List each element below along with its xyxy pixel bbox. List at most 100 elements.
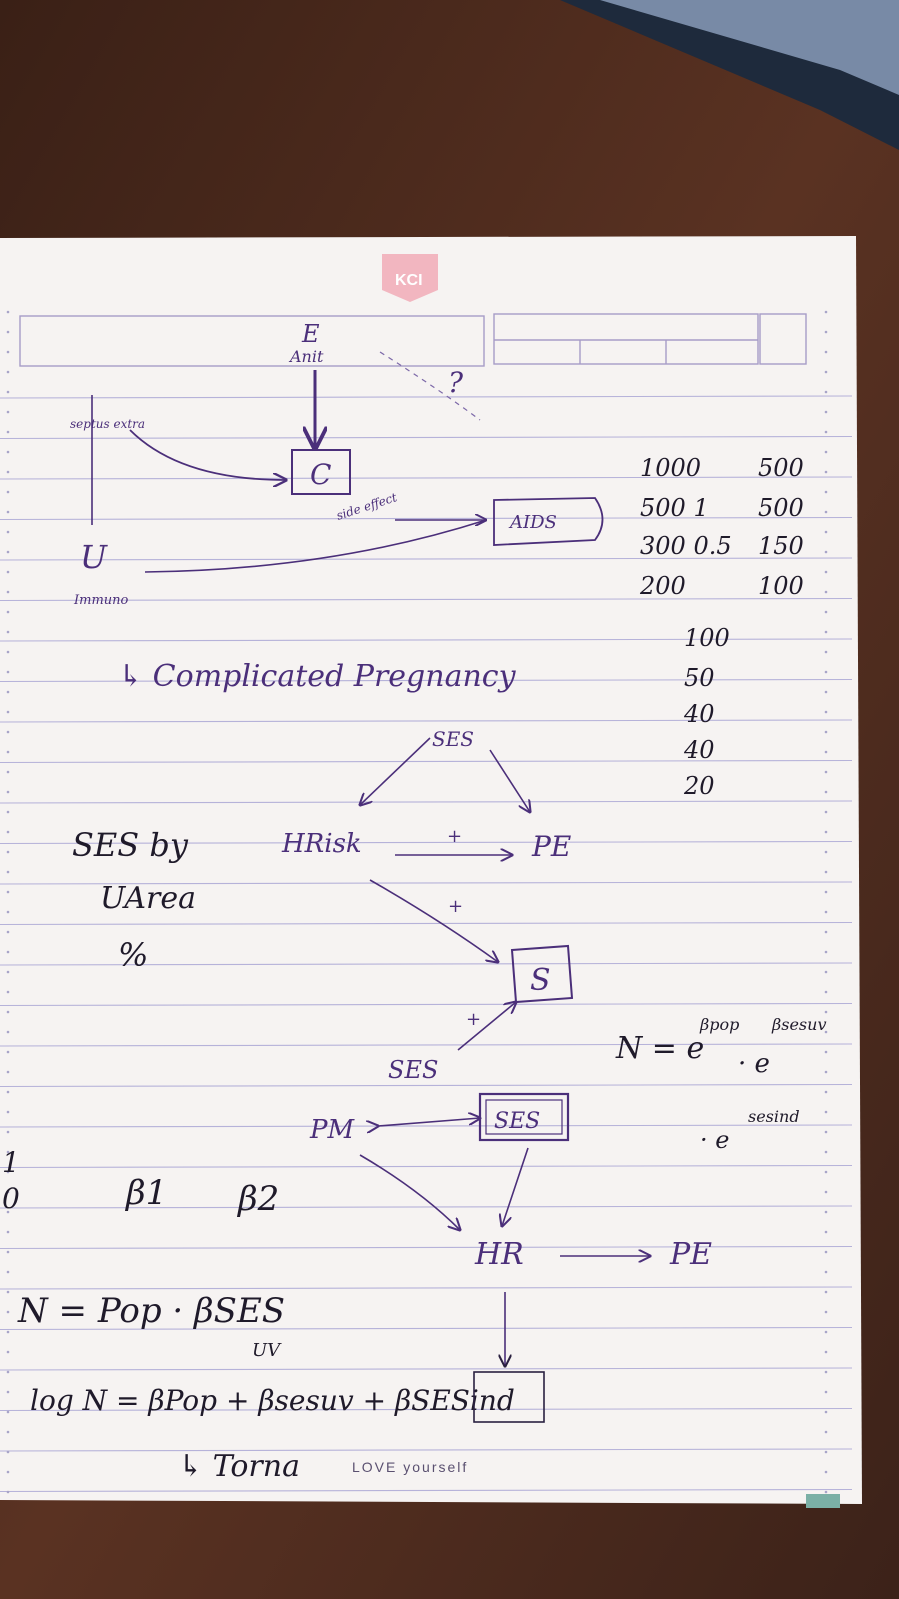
margin-dot bbox=[6, 970, 10, 974]
ruled-line bbox=[0, 881, 853, 885]
c-box bbox=[291, 449, 351, 495]
margin-dot bbox=[824, 550, 828, 554]
margin-dot bbox=[6, 510, 10, 514]
margin-dot bbox=[824, 590, 828, 594]
margin-dot bbox=[6, 550, 10, 554]
ruled-line bbox=[0, 1367, 853, 1371]
margin-dot bbox=[824, 870, 828, 874]
margin-dot bbox=[824, 730, 828, 734]
margin-dot bbox=[824, 1230, 828, 1234]
margin-dot bbox=[6, 1250, 10, 1254]
number-column-item: 100 bbox=[684, 624, 730, 652]
margin-dot bbox=[824, 890, 828, 894]
exposure-label: E bbox=[301, 320, 320, 348]
margin-dot bbox=[824, 390, 828, 394]
margin-dot bbox=[6, 950, 10, 954]
margin-dot bbox=[6, 1090, 10, 1094]
formula-n-exp-sup2: βsesuv bbox=[771, 1015, 826, 1034]
pm-to-hr-arrow bbox=[359, 1154, 460, 1230]
ruled-line bbox=[0, 1286, 853, 1290]
margin-dot bbox=[824, 510, 828, 514]
margin-dot bbox=[6, 630, 10, 634]
formula-n-pop: N = Pop · βSES bbox=[17, 1291, 285, 1331]
u-note: Immuno bbox=[73, 593, 129, 608]
arrow-to-c bbox=[129, 429, 286, 480]
margin-dot bbox=[6, 670, 10, 674]
margin-dot bbox=[824, 1390, 828, 1394]
margin-dot bbox=[6, 750, 10, 754]
margin-dot bbox=[824, 470, 828, 474]
aids-box bbox=[493, 497, 604, 546]
ses-to-hrisk-arrow bbox=[360, 737, 431, 805]
hr-node: HR bbox=[474, 1237, 524, 1272]
number-left: 300 0.5 bbox=[640, 532, 732, 560]
margin-dot bbox=[824, 1050, 828, 1054]
s-box-label: S bbox=[530, 963, 551, 998]
notebook-page bbox=[0, 236, 862, 1504]
ses-to-s-arrow bbox=[457, 1002, 516, 1051]
margin-dot bbox=[824, 1210, 828, 1214]
margin-dot bbox=[824, 1090, 828, 1094]
number-column-item: 40 bbox=[683, 700, 715, 728]
number-right: 500 bbox=[758, 494, 804, 522]
margin-dot bbox=[6, 1050, 10, 1054]
ses-by-note: SES by bbox=[72, 826, 189, 864]
ruled-line bbox=[0, 597, 853, 602]
margin-dot bbox=[6, 470, 10, 474]
margin-dot bbox=[824, 650, 828, 654]
ruled-line bbox=[0, 1083, 853, 1088]
formula-n-exp2-dot: · e bbox=[700, 1126, 729, 1154]
margin-dot bbox=[6, 590, 10, 594]
margin-dot bbox=[6, 790, 10, 794]
margin-dot bbox=[6, 1330, 10, 1334]
ruled-line bbox=[0, 1326, 853, 1331]
pe-node-2: PE bbox=[669, 1237, 712, 1272]
margin-dot bbox=[6, 850, 10, 854]
margin-dot bbox=[824, 1190, 828, 1194]
margin-dot bbox=[6, 890, 10, 894]
ses-low-node: SES bbox=[388, 1056, 438, 1084]
margin-dot bbox=[824, 1330, 828, 1334]
margin-dot bbox=[6, 1070, 10, 1074]
question-mark: ? bbox=[448, 366, 464, 399]
margin-dot bbox=[824, 1270, 828, 1274]
s-box bbox=[510, 944, 574, 1004]
margin-dot bbox=[824, 710, 828, 714]
header-table bbox=[19, 313, 807, 367]
margin-dot bbox=[824, 1430, 828, 1434]
formula-n-exp-sup1: βpop bbox=[699, 1015, 739, 1034]
margin-dot bbox=[6, 1150, 10, 1154]
ruled-line bbox=[0, 1407, 853, 1412]
margin-dot bbox=[824, 310, 828, 314]
margin-dot bbox=[6, 410, 10, 414]
number-left: 200 bbox=[639, 572, 686, 600]
margin-dot bbox=[6, 1170, 10, 1174]
margin-dot bbox=[824, 1450, 828, 1454]
ses-to-pe-arrow bbox=[489, 749, 530, 812]
exposure-sub-label: Anit bbox=[288, 347, 324, 366]
ruled-line bbox=[0, 719, 853, 723]
formula-n-exp-dot: · e bbox=[738, 1049, 770, 1079]
ruled-line bbox=[0, 921, 853, 926]
margin-dot bbox=[6, 370, 10, 374]
margin-dot bbox=[824, 1410, 828, 1414]
u-arrow bbox=[144, 519, 487, 573]
margin-dot bbox=[824, 350, 828, 354]
number-left: 500 1 bbox=[640, 494, 709, 522]
margin-dot bbox=[6, 1210, 10, 1214]
ruled-line bbox=[0, 1488, 853, 1493]
u-area-note: UArea bbox=[100, 881, 196, 916]
margin-dot bbox=[824, 630, 828, 634]
margin-dot bbox=[824, 950, 828, 954]
ruled-line bbox=[0, 1164, 853, 1169]
margin-dot bbox=[824, 830, 828, 834]
margin-dot bbox=[824, 450, 828, 454]
pe-node: PE bbox=[531, 830, 571, 863]
margin-dot bbox=[6, 1130, 10, 1134]
margin-dot bbox=[824, 990, 828, 994]
ruled-line bbox=[0, 759, 853, 764]
margin-dot bbox=[6, 650, 10, 654]
margin-dot bbox=[824, 490, 828, 494]
ses-to-hr-arrow bbox=[502, 1147, 529, 1226]
